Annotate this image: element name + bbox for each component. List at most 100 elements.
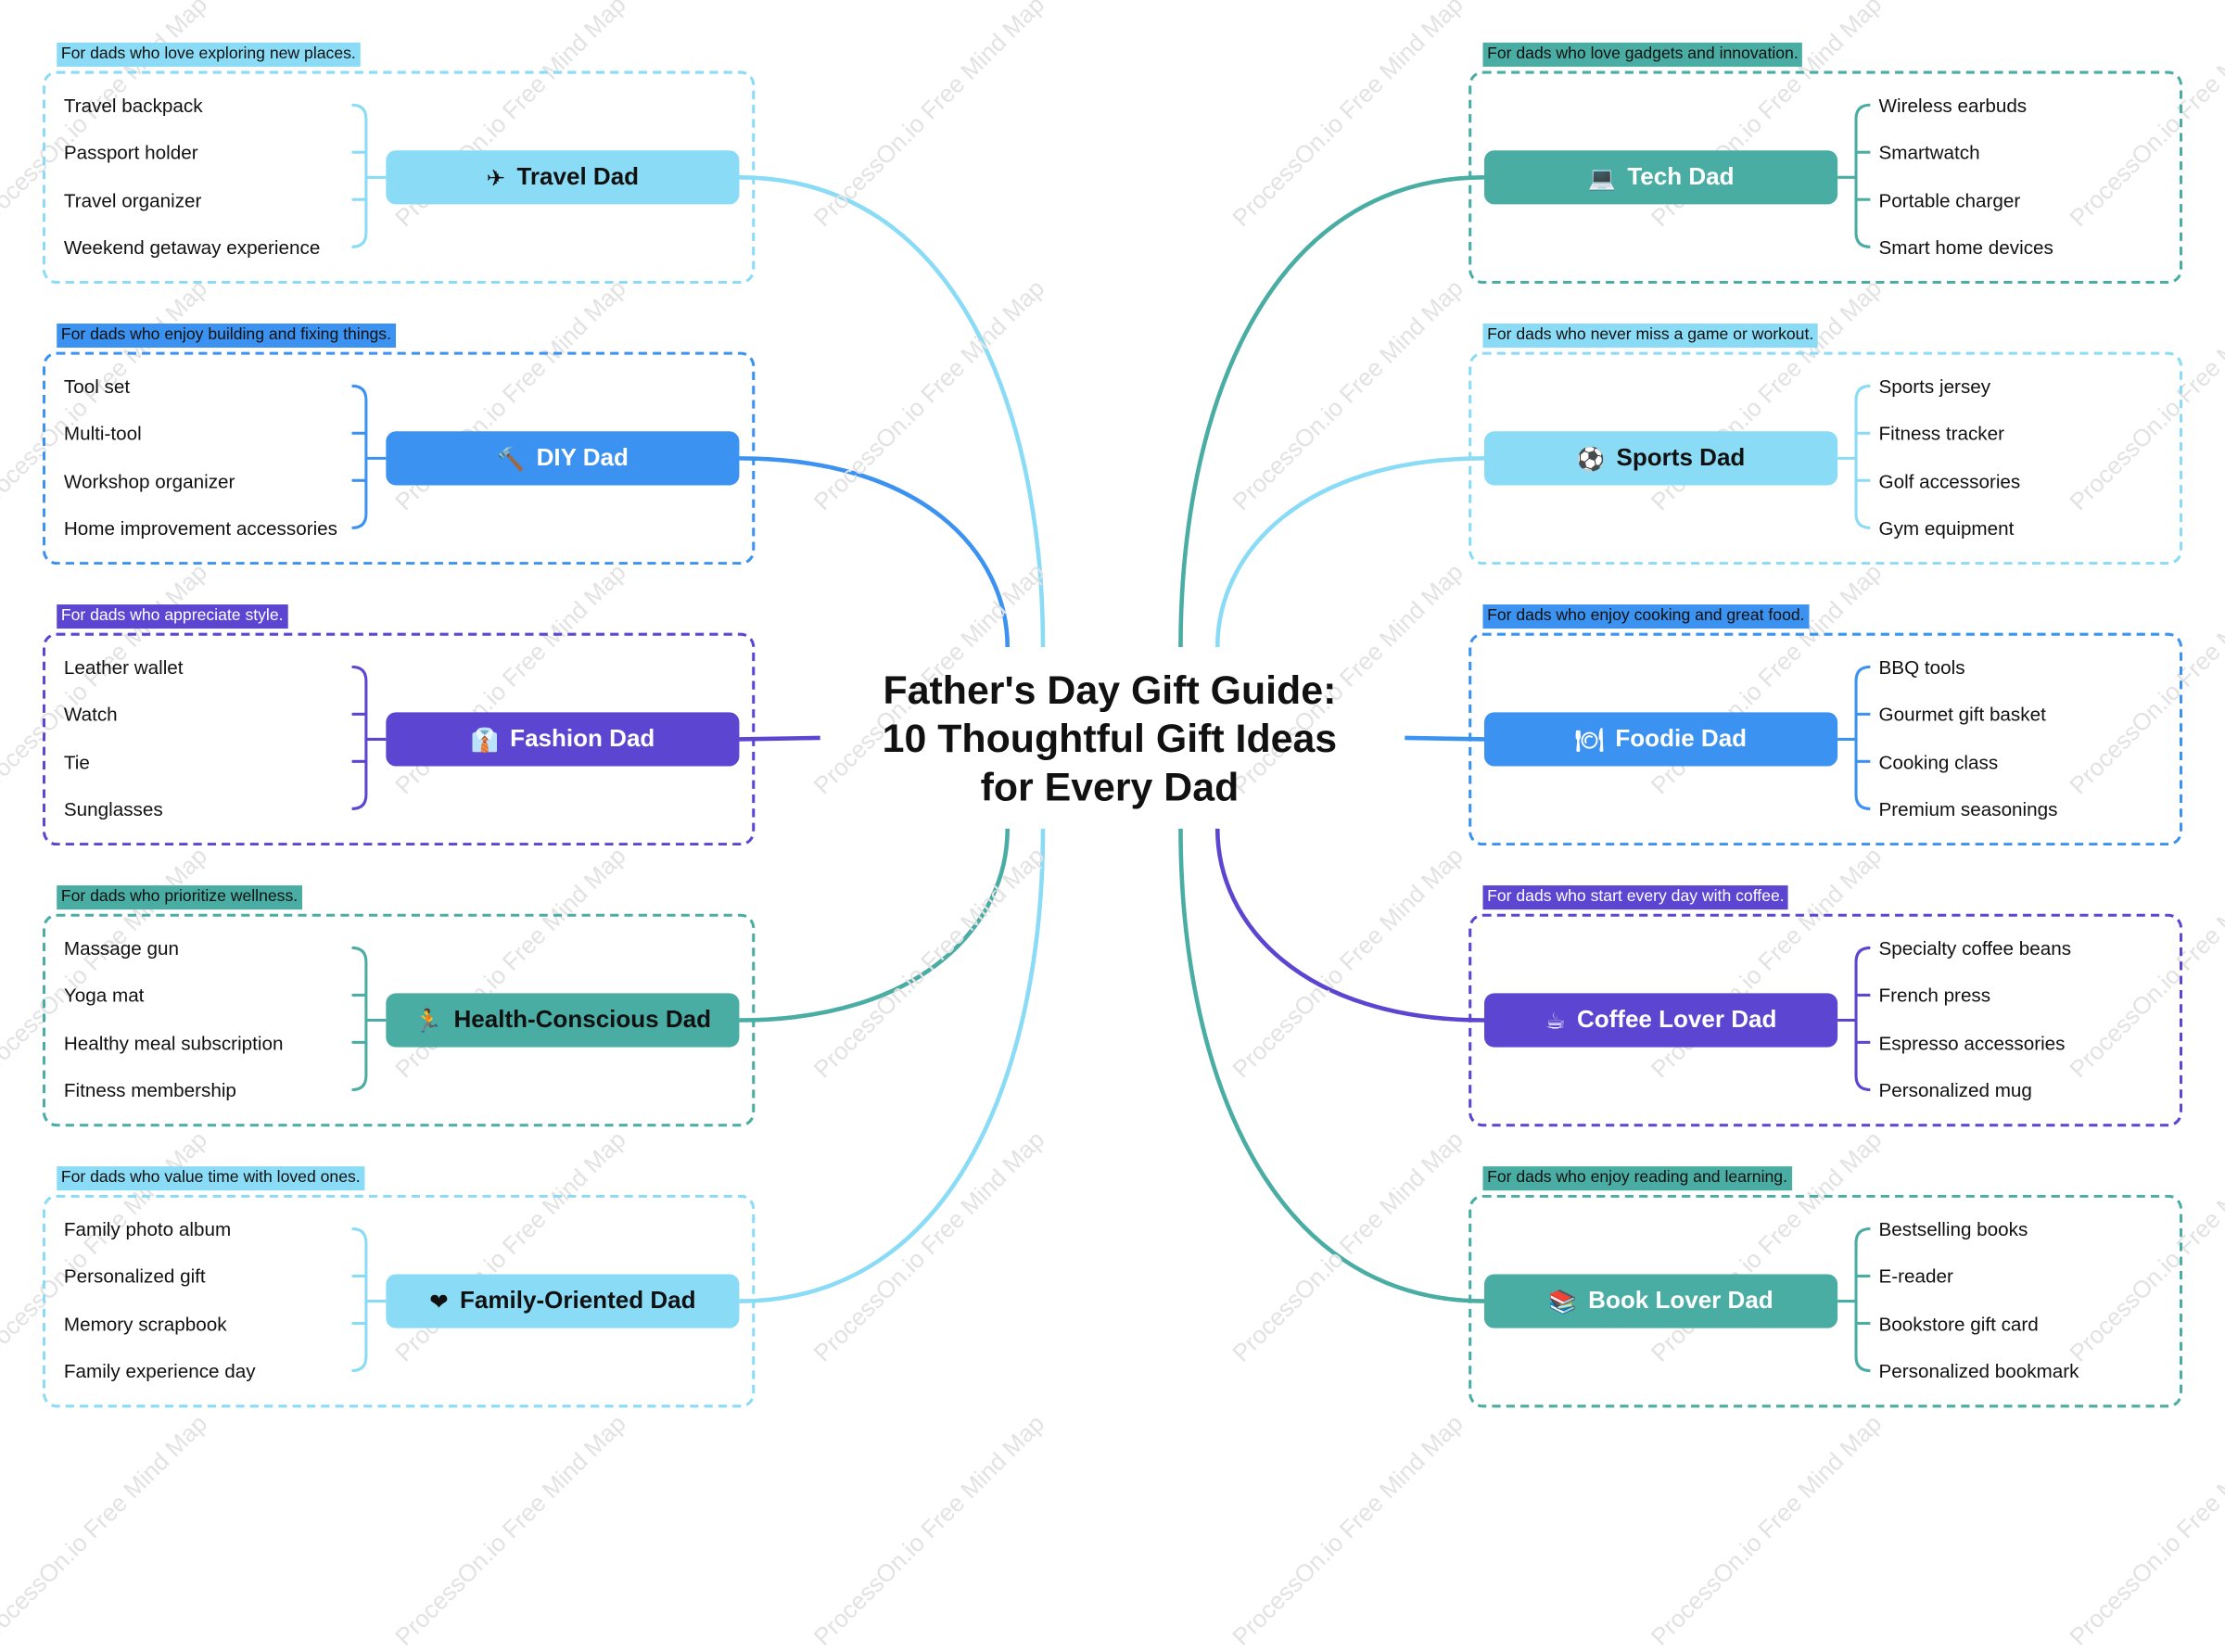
family-group-box bbox=[42, 1194, 756, 1408]
fashion-node[interactable]: 👔 Fashion Dad bbox=[386, 712, 740, 767]
fashion-node-label: Fashion Dad bbox=[510, 725, 655, 753]
sports-group-box bbox=[1468, 351, 2183, 565]
sports-node[interactable]: ⚽ Sports Dad bbox=[1484, 431, 1838, 486]
gift-item[interactable]: Yoga mat bbox=[63, 985, 145, 1007]
coffee-node[interactable]: ☕ Coffee Lover Dad bbox=[1484, 993, 1838, 1048]
gift-item[interactable]: Golf accessories bbox=[1878, 470, 2021, 492]
tech-group-box bbox=[1468, 70, 2183, 285]
family-node-label: Family-Oriented Dad bbox=[460, 1287, 696, 1315]
gift-item[interactable]: Leather wallet bbox=[63, 656, 184, 679]
sports-note-label: For dads who never miss a game or workou… bbox=[1482, 323, 1818, 348]
gift-item[interactable]: Cooking class bbox=[1878, 751, 1999, 773]
diy-connector bbox=[739, 456, 1011, 647]
gift-item[interactable]: Gym equipment bbox=[1878, 517, 2015, 540]
gift-item[interactable]: Family photo album bbox=[63, 1218, 232, 1240]
title-line: Father's Day Gift Guide: bbox=[883, 667, 1337, 713]
connector-lines bbox=[351, 103, 1871, 1373]
gift-item[interactable]: Memory scrapbook bbox=[63, 1313, 227, 1335]
gift-item[interactable]: French press bbox=[1878, 985, 1991, 1007]
family-note-label: For dads who value time with loved ones. bbox=[57, 1166, 365, 1191]
family-item-bracket bbox=[351, 1226, 368, 1373]
gift-item[interactable]: Gourmet gift basket bbox=[1878, 704, 2046, 726]
title-line: 10 Thoughtful Gift Ideas bbox=[882, 716, 1338, 761]
travel-node[interactable]: ✈Travel Dad bbox=[386, 150, 740, 205]
gift-item[interactable]: Portable charger bbox=[1878, 189, 2021, 211]
book-item-bracket bbox=[1854, 1226, 1871, 1373]
gift-item[interactable]: Bookstore gift card bbox=[1878, 1313, 2039, 1335]
necktie-icon: 👔 bbox=[470, 725, 499, 753]
health-connector bbox=[739, 828, 1011, 1023]
gift-item[interactable]: Personalized gift bbox=[63, 1265, 206, 1288]
book-group-box bbox=[1468, 1194, 2183, 1408]
gift-item[interactable]: Watch bbox=[63, 704, 118, 726]
tech-note-label: For dads who love gadgets and innovation… bbox=[1482, 42, 1803, 67]
gift-item[interactable]: Passport holder bbox=[63, 142, 198, 164]
foodie-node[interactable]: 🍽 Foodie Dad bbox=[1484, 712, 1838, 767]
book-node[interactable]: 📚Book Lover Dad bbox=[1484, 1274, 1838, 1328]
coffee-note-label: For dads who start every day with coffee… bbox=[1482, 885, 1789, 910]
gift-item[interactable]: Weekend getaway experience bbox=[63, 236, 321, 259]
gift-item[interactable]: Sports jersey bbox=[1878, 375, 1991, 398]
health-note-label: For dads who prioritize wellness. bbox=[57, 885, 302, 910]
gift-item[interactable]: Fitness membership bbox=[63, 1079, 236, 1101]
books-icon: 📚 bbox=[1548, 1288, 1577, 1315]
fashion-item-bracket bbox=[351, 665, 368, 810]
gift-item[interactable]: Tie bbox=[63, 751, 90, 773]
gift-item[interactable]: Family experience day bbox=[63, 1360, 256, 1382]
gift-item[interactable]: Sunglasses bbox=[63, 798, 163, 820]
gift-item[interactable]: Travel organizer bbox=[63, 189, 202, 211]
tech-node[interactable]: 💻Tech Dad bbox=[1484, 150, 1838, 205]
fashion-note-label: For dads who appreciate style. bbox=[57, 604, 288, 629]
central-topic[interactable]: Father's Day Gift Guide: 10 Thoughtful G… bbox=[826, 667, 1393, 811]
foodie-node-label: Foodie Dad bbox=[1615, 725, 1748, 753]
travel-connector bbox=[739, 175, 1046, 647]
runner-icon: 🏃 bbox=[413, 1006, 443, 1035]
gift-item[interactable]: Specialty coffee beans bbox=[1878, 937, 2072, 959]
gift-item[interactable]: Smart home devices bbox=[1878, 236, 2053, 259]
sports-item-bracket bbox=[1854, 384, 1871, 529]
gift-item[interactable]: Bestselling books bbox=[1878, 1218, 2028, 1240]
title-line: for Every Dad bbox=[980, 764, 1240, 809]
gift-item[interactable]: Healthy meal subscription bbox=[63, 1032, 284, 1054]
travel-group-box bbox=[42, 70, 756, 285]
travel-note-label: For dads who love exploring new places. bbox=[57, 42, 361, 67]
gift-item[interactable]: BBQ tools bbox=[1878, 656, 1965, 679]
fashion-group-box bbox=[42, 632, 756, 846]
gift-item[interactable]: Workshop organizer bbox=[63, 470, 235, 492]
health-node-label: Health-Conscious Dad bbox=[453, 1006, 712, 1034]
sports-connector bbox=[1214, 456, 1485, 647]
laptop-icon: 💻 bbox=[1587, 163, 1617, 191]
gift-item[interactable]: Personalized bookmark bbox=[1878, 1360, 2079, 1382]
gift-item[interactable]: E-reader bbox=[1878, 1265, 1953, 1288]
coffee-connector bbox=[1214, 828, 1485, 1023]
gift-item[interactable]: Home improvement accessories bbox=[63, 517, 338, 540]
gift-item[interactable]: Smartwatch bbox=[1878, 142, 1980, 164]
book-connector bbox=[1178, 828, 1485, 1303]
gift-item[interactable]: Wireless earbuds bbox=[1878, 95, 2028, 117]
health-group-box bbox=[42, 913, 756, 1127]
diy-node[interactable]: 🔨DIY Dad bbox=[386, 431, 740, 486]
airplane-icon: ✈ bbox=[486, 163, 506, 191]
gift-item[interactable]: Espresso accessories bbox=[1878, 1032, 2066, 1054]
gift-item[interactable]: Massage gun bbox=[63, 937, 179, 959]
gift-item[interactable]: Personalized mug bbox=[1878, 1079, 2032, 1101]
coffee-node-label: Coffee Lover Dad bbox=[1576, 1006, 1777, 1034]
health-node[interactable]: 🏃 Health-Conscious Dad bbox=[386, 993, 740, 1048]
soccer-ball-icon: ⚽ bbox=[1576, 444, 1606, 472]
family-node[interactable]: ❤ Family-Oriented Dad bbox=[386, 1274, 740, 1328]
gift-item[interactable]: Premium seasonings bbox=[1878, 798, 2058, 820]
plate-icon: 🍽 bbox=[1575, 725, 1605, 753]
gift-item[interactable]: Multi-tool bbox=[63, 423, 142, 445]
heart-icon: ❤ bbox=[429, 1288, 449, 1315]
coffee-icon: ☕ bbox=[1545, 1006, 1566, 1035]
diy-group-box bbox=[42, 351, 756, 565]
hammer-icon: 🔨 bbox=[496, 444, 526, 472]
tech-connector bbox=[1178, 175, 1485, 647]
gift-item[interactable]: Fitness tracker bbox=[1878, 423, 2005, 445]
diy-item-bracket bbox=[351, 384, 368, 529]
gift-item[interactable]: Tool set bbox=[63, 375, 131, 398]
gift-item[interactable]: Travel backpack bbox=[63, 95, 203, 117]
family-connector bbox=[739, 828, 1046, 1303]
sports-node-label: Sports Dad bbox=[1616, 444, 1746, 472]
